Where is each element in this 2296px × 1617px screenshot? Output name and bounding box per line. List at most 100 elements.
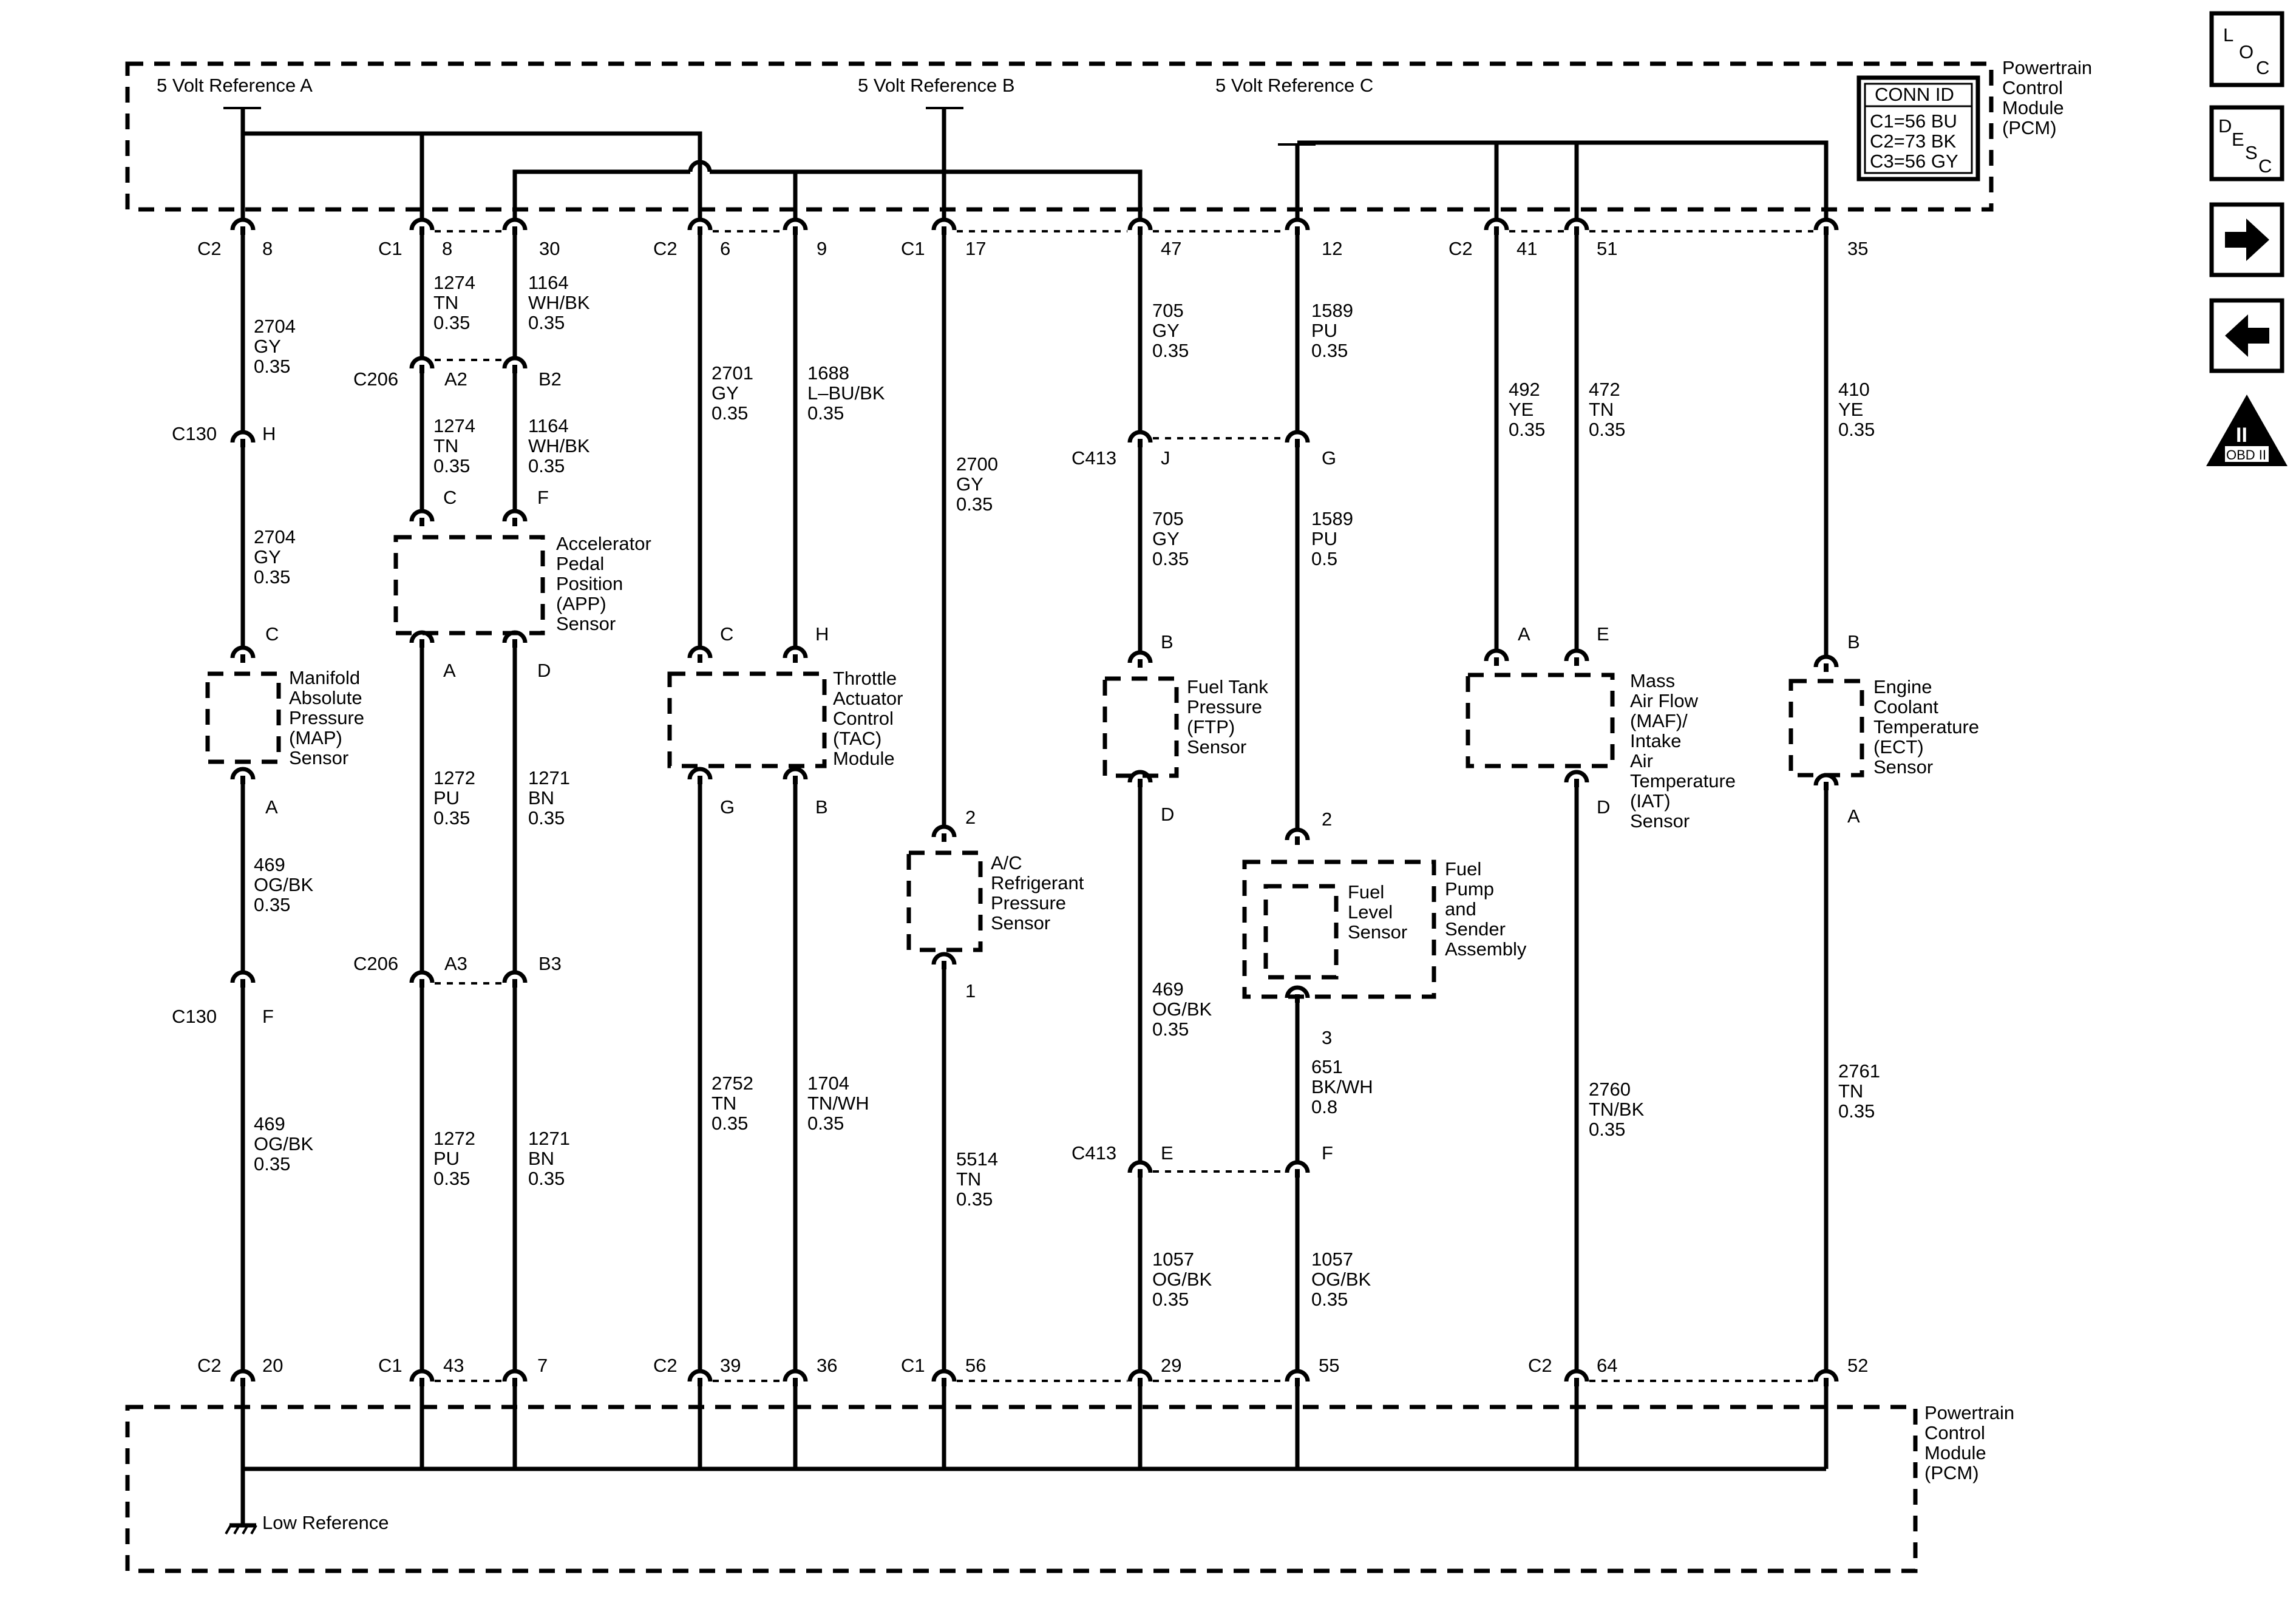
svg-text:0.35: 0.35	[1152, 548, 1189, 569]
pin-label: 56	[965, 1355, 986, 1376]
svg-text:OG/BK: OG/BK	[1152, 1269, 1212, 1290]
svg-text:(APP): (APP)	[556, 593, 606, 614]
svg-text:Assembly: Assembly	[1445, 938, 1527, 960]
sensor-pin-label: H	[815, 623, 829, 645]
svg-text:TN: TN	[433, 435, 458, 456]
acp-sensor-box	[906, 850, 983, 952]
terminal-icon	[409, 970, 435, 988]
conn-id-line: C1=56 BU	[1870, 110, 1957, 132]
arrow-left-icon	[2225, 314, 2269, 357]
pcm-bottom-label-line: Powertrain	[1924, 1402, 2014, 1423]
svg-text:705: 705	[1152, 508, 1184, 529]
svg-text:Sensor: Sensor	[1873, 756, 1933, 778]
desc-button[interactable]: D E S C	[2209, 105, 2284, 181]
app-sensor-box	[393, 535, 545, 636]
terminal-icon	[502, 630, 528, 648]
sensor-pin-label: A	[265, 796, 278, 818]
svg-text:1164: 1164	[528, 415, 569, 436]
pcm-top-label: Powertrain Control Module (PCM)	[2002, 57, 2092, 138]
svg-text:Absolute: Absolute	[289, 687, 362, 708]
pin-label: 29	[1161, 1355, 1181, 1376]
conn-label: C130	[172, 423, 217, 444]
ftp-sensor-box	[1102, 676, 1179, 778]
svg-text:1274: 1274	[433, 415, 475, 436]
pin-label: 9	[817, 238, 827, 259]
pin-label: 55	[1319, 1355, 1339, 1376]
next-page-button[interactable]	[2209, 202, 2284, 277]
sensor-pin-label: B	[1161, 631, 1173, 653]
conn-label: C2	[197, 1355, 222, 1376]
pin-label: 20	[262, 1355, 283, 1376]
terminal-icon	[1564, 648, 1589, 666]
svg-text:Fuel: Fuel	[1445, 858, 1481, 880]
svg-text:TN: TN	[433, 292, 458, 313]
svg-text:TN: TN	[712, 1093, 736, 1114]
svg-text:0.35: 0.35	[807, 1113, 844, 1134]
connector-shell-lines	[435, 230, 1813, 1382]
obd-ii-button[interactable]: II OBD II	[2206, 395, 2288, 466]
conn-label: C1	[378, 1355, 402, 1376]
svg-text:BN: BN	[528, 1148, 554, 1169]
svg-text:GY: GY	[254, 546, 281, 568]
conn-id-line: C3=56 GY	[1870, 151, 1958, 172]
pin-label: J	[1161, 447, 1170, 469]
svg-text:2701: 2701	[712, 362, 753, 384]
pin-label: G	[1322, 447, 1336, 469]
svg-text:Pump: Pump	[1445, 878, 1494, 900]
terminal-icon	[687, 1369, 713, 1386]
svg-text:BN: BN	[528, 787, 554, 808]
svg-text:0.35: 0.35	[1838, 1100, 1875, 1122]
svg-text:Pedal: Pedal	[556, 553, 604, 574]
svg-text:Fuel Tank: Fuel Tank	[1187, 676, 1268, 697]
top-pin-labels: C2 8 C1 8 30 C2 6 9 C1 17 47 12 C2 41 51…	[197, 238, 1868, 259]
svg-text:Sensor: Sensor	[289, 747, 348, 768]
svg-text:0.35: 0.35	[433, 312, 470, 333]
svg-text:705: 705	[1152, 300, 1184, 321]
svg-text:469: 469	[254, 854, 285, 875]
terminal-icon	[409, 630, 435, 648]
svg-text:GY: GY	[1152, 320, 1180, 341]
sensor-pin-label: G	[720, 796, 735, 818]
terminal-icon	[783, 217, 808, 235]
tac-module-box	[667, 671, 827, 768]
svg-text:OG/BK: OG/BK	[254, 874, 314, 895]
sensor-pin-label: A	[1847, 805, 1860, 827]
svg-text:(TAC): (TAC)	[833, 728, 881, 749]
terminal-icon	[931, 824, 957, 842]
pin-label: 52	[1847, 1355, 1868, 1376]
terminal-icon	[1285, 1160, 1310, 1178]
ground-icon	[225, 1523, 257, 1534]
svg-text:0.35: 0.35	[956, 1188, 993, 1210]
terminal-icon	[1813, 654, 1839, 672]
svg-text:0.35: 0.35	[1589, 1119, 1625, 1140]
sensor-pin-label: B	[1847, 631, 1860, 653]
pin-label: A3	[444, 953, 467, 974]
terminal-icon	[230, 645, 256, 663]
reference-buses	[240, 108, 1829, 222]
terminal-icon	[931, 1369, 957, 1386]
svg-text:GY: GY	[254, 336, 281, 357]
desc-letter: C	[2258, 155, 2272, 177]
prev-page-button[interactable]	[2209, 298, 2284, 373]
sensor-pin-label: E	[1597, 623, 1609, 645]
loc-button[interactable]: L O C	[2209, 11, 2284, 87]
svg-text:Sensor: Sensor	[1187, 736, 1246, 758]
svg-text:0.35: 0.35	[1589, 419, 1625, 440]
ref-b-label: 5 Volt Reference B	[858, 75, 1015, 96]
svg-text:Module: Module	[833, 748, 895, 769]
svg-text:2752: 2752	[712, 1073, 753, 1094]
conn-label: C413	[1072, 1142, 1116, 1164]
svg-text:2704: 2704	[254, 526, 296, 547]
